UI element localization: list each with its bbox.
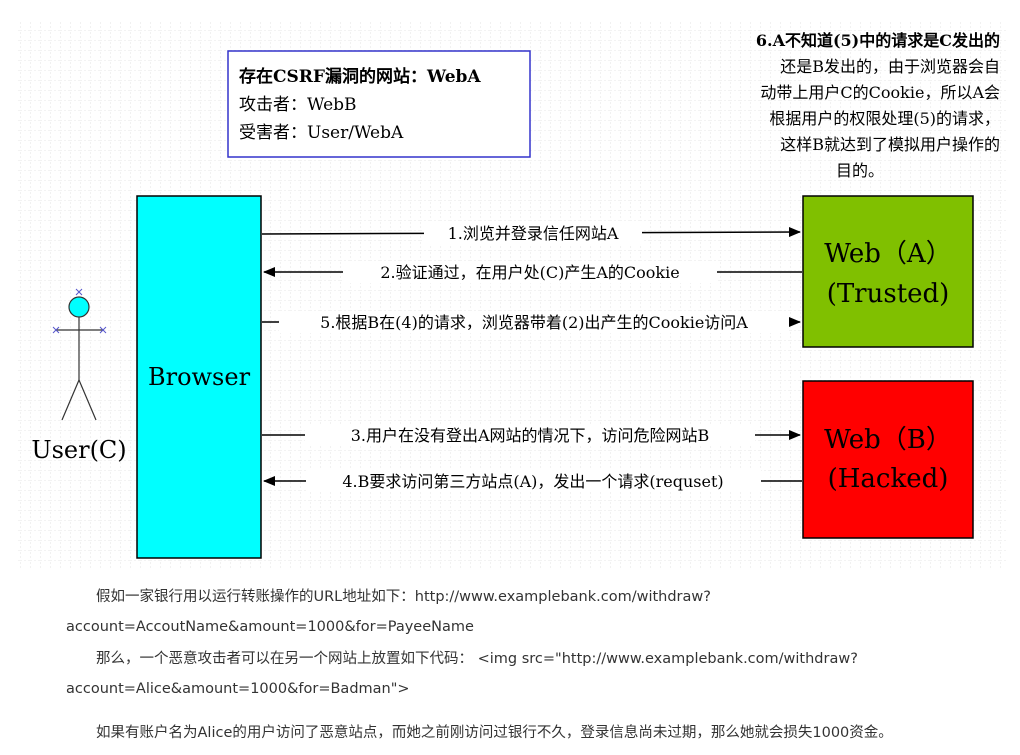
user-figure-marks xyxy=(52,288,107,334)
paragraph-consequence: 如果有账户名为Alice的用户访问了恶意站点，而她之前刚访问过银行不久，登录信息… xyxy=(66,718,996,748)
arrow-3-label: 3.用户在没有登出A网站的情况下，访问危险网站B xyxy=(351,426,710,445)
web-b-line1: Web（B） xyxy=(824,425,952,455)
paragraph-2-line1: 那么，一个恶意攻击者可以在另一个网站上放置如下代码： <img src="htt… xyxy=(96,651,858,667)
web-a-box xyxy=(802,195,974,348)
csrf-diagram: 存在CSRF漏洞的网站：WebA 攻击者：WebB 受害者：User/WebA … xyxy=(18,22,1008,568)
info-box-line2: 攻击者：WebB xyxy=(239,95,357,115)
paragraph-3-line1: 如果有账户名为Alice的用户访问了恶意站点，而她之前刚访问过银行不久，登录信息… xyxy=(96,725,893,741)
note-6-line: 目的。 xyxy=(836,161,884,180)
paragraph-1-line1: 假如一家银行用以运行转账操作的URL地址如下：http://www.exampl… xyxy=(96,589,711,605)
user-figure xyxy=(56,296,103,421)
note-6-line: 根据用户的权限处理(5)的请求， xyxy=(769,109,1000,128)
note-6-line: 6.A不知道(5)中的请求是C发出的 xyxy=(756,31,1000,50)
arrow-2-label: 2.验证通过，在用户处(C)产生A的Cookie xyxy=(380,263,679,282)
note-6: 6.A不知道(5)中的请求是C发出的 还是B发出的，由于浏览器会自 动带上用户C… xyxy=(756,31,1000,180)
web-a-line1: Web（A） xyxy=(824,239,951,269)
user-label: User(C) xyxy=(31,436,126,464)
info-box-line1: 存在CSRF漏洞的网站：WebA xyxy=(239,66,481,87)
arrow-5-label: 5.根据B在(4)的请求，浏览器带着(2)出产生的Cookie访问A xyxy=(320,313,748,332)
info-box-line3: 受害者：User/WebA xyxy=(239,123,404,143)
paragraph-attack-code: 那么，一个恶意攻击者可以在另一个网站上放置如下代码： <img src="htt… xyxy=(66,644,996,704)
paragraph-url-example: 假如一家银行用以运行转账操作的URL地址如下：http://www.exampl… xyxy=(66,582,996,642)
browser-label: Browser xyxy=(148,363,251,391)
web-a-line2: (Trusted) xyxy=(827,279,950,309)
arrow-1-label: 1.浏览并登录信任网站A xyxy=(448,224,619,243)
browser-box xyxy=(136,195,262,559)
web-b-box xyxy=(802,380,974,539)
arrow-4-label: 4.B要求访问第三方站点(A)，发出一个请求(requset) xyxy=(342,472,723,491)
paragraph-1-line2: account=AccoutName&amount=1000&for=Payee… xyxy=(66,619,474,635)
note-6-line: 还是B发出的，由于浏览器会自 xyxy=(780,57,1000,76)
paragraph-2-line2: account=Alice&amount=1000&for=Badman"> xyxy=(66,681,410,697)
web-b-line2: (Hacked) xyxy=(828,464,949,494)
info-box xyxy=(227,50,531,158)
note-6-line: 动带上用户C的Cookie，所以A会 xyxy=(760,83,1000,102)
note-6-line: 这样B就达到了模拟用户操作的 xyxy=(780,135,1000,154)
